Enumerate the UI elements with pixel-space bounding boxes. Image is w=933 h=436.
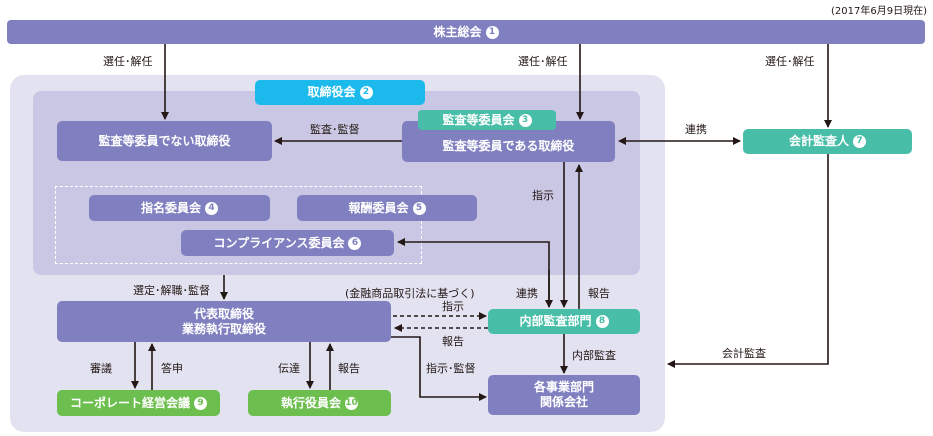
label-instruction-audit: 指示 (532, 189, 554, 202)
non-audit-directors: 監査等委員でない取締役 (57, 121, 272, 161)
representative-director: 代表取締役 業務執行取締役 (57, 301, 391, 342)
compliance-committee-label: コンプライアンス委員会 (213, 235, 345, 250)
number-badge-2: 2 (359, 86, 373, 99)
compliance-committee: コンプライアンス委員会 6 (181, 230, 394, 256)
number-badge-3: 3 (518, 113, 532, 127)
executive-director-label: 業務執行取締役 (181, 321, 266, 336)
corporate-management-meeting: コーポレート経営会議 9 (57, 390, 220, 416)
audit-committee-label: 監査等委員会 (442, 112, 515, 127)
non-audit-directors-label: 監査等委員でない取締役 (98, 133, 231, 148)
label-internal-audit: 内部監査 (572, 349, 616, 362)
committees-dashed-group (55, 186, 422, 264)
label-select-dismiss-supervise: 選定･解職･監督 (133, 284, 210, 297)
corporate-meeting-label: コーポレート経営会議 (69, 395, 190, 410)
label-elect-dismiss-1: 選任･解任 (103, 55, 153, 68)
label-instruction-internal: 指示 (442, 300, 464, 313)
business-divisions: 各事業部門 関係会社 (488, 375, 640, 415)
label-report-exec: 報告 (338, 362, 360, 375)
number-badge-4: 4 (205, 201, 218, 215)
board-label: 取締役会 (307, 85, 356, 99)
number-badge-5: 5 (412, 201, 426, 215)
board-of-directors: 取締役会 2 (255, 80, 425, 105)
label-fiea-note: (金融商品取引法に基づく) (345, 287, 475, 300)
shareholders-meeting: 株主総会 1 (7, 20, 925, 44)
compensation-committee-label: 報酬委員会 (348, 200, 409, 215)
arrow-instruct-supervise (391, 336, 487, 401)
label-accounting-audit: 会計監査 (722, 347, 766, 360)
label-instruct-supervise: 指示･監督 (426, 362, 476, 375)
label-report-to-audit: 報告 (588, 287, 610, 300)
accounting-auditor: 会計監査人 7 (743, 129, 912, 154)
internal-audit-label: 内部監査部門 (519, 314, 592, 328)
label-deliberation: 審議 (90, 362, 112, 375)
accounting-auditor-label: 会計監査人 (788, 134, 849, 148)
affiliates-label: 関係会社 (539, 395, 588, 409)
label-elect-dismiss-2: 選任･解任 (518, 55, 568, 68)
executive-officers-meeting: 執行役員会 10 (248, 390, 391, 416)
compensation-committee: 報酬委員会 5 (297, 195, 477, 221)
number-badge-9: 9 (194, 396, 207, 410)
arrowhead-cooperation-left (618, 137, 626, 145)
label-transmission: 伝達 (278, 362, 300, 375)
number-badge-10: 10 (345, 396, 358, 410)
number-badge-6: 6 (348, 236, 362, 250)
audit-directors-label: 監査等委員である取締役 (442, 139, 575, 153)
label-elect-dismiss-3: 選任･解任 (765, 55, 815, 68)
label-audit-supervise: 監査･監督 (310, 123, 360, 136)
arrow-accounting-audit (667, 154, 829, 368)
label-cooperation-auditor: 連携 (685, 123, 707, 136)
number-badge-8: 8 (595, 315, 609, 328)
date-note: (2017年6月9日現在) (831, 6, 927, 17)
audit-committee: 監査等委員会 3 (418, 110, 556, 130)
label-cooperation-internal: 連携 (516, 287, 538, 300)
nomination-committee: 指名委員会 4 (89, 195, 270, 221)
label-report-internal: 報告 (442, 335, 464, 348)
label-response: 答申 (161, 362, 183, 375)
number-badge-7: 7 (853, 135, 866, 148)
shareholders-label: 株主総会 (433, 24, 482, 39)
executive-officers-label: 執行役員会 (280, 395, 341, 410)
business-divisions-label: 各事業部門 (533, 380, 594, 394)
internal-audit-dept: 内部監査部門 8 (488, 309, 640, 334)
nomination-committee-label: 指名委員会 (140, 200, 201, 215)
representative-director-label: 代表取締役 (193, 306, 254, 321)
number-badge-1: 1 (485, 25, 499, 39)
